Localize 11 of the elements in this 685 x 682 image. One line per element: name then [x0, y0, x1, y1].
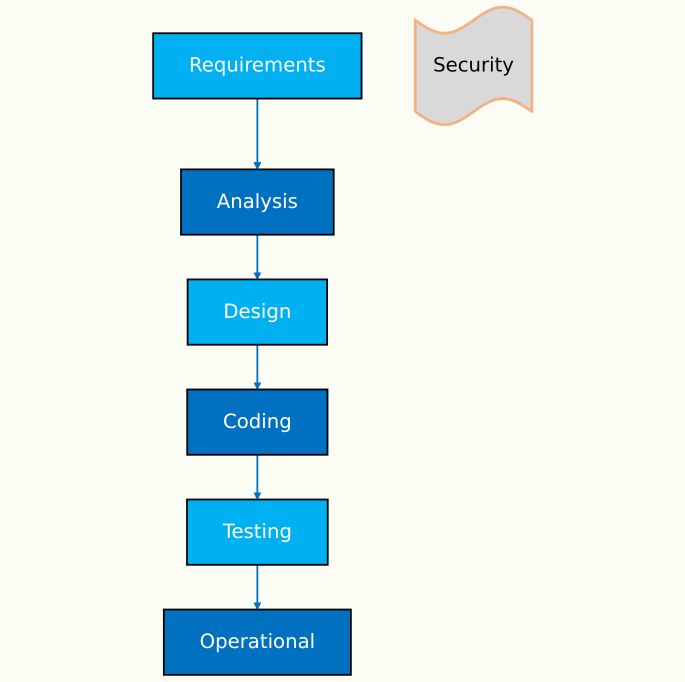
node-box: Operational — [162, 608, 352, 676]
arrow — [253, 454, 262, 500]
node-box: Testing — [186, 498, 329, 566]
arrow — [253, 98, 262, 170]
node-box: Coding — [186, 388, 328, 456]
arrow — [253, 564, 262, 610]
node-box: Design — [186, 278, 328, 346]
arrow — [253, 234, 262, 280]
node-box: Analysis — [180, 168, 335, 236]
arrow — [253, 344, 262, 390]
node-box: Requirements — [152, 32, 362, 100]
